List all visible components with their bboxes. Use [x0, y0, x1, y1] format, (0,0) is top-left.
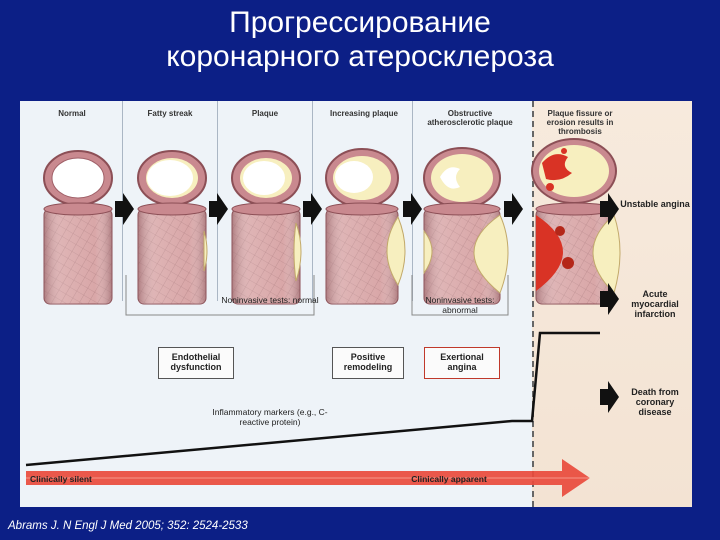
outcome-acute-mi: Acute myocardial infarction	[631, 289, 679, 319]
stage-header-increasing-plaque: Increasing plaque	[329, 109, 399, 118]
cross-section-plaque	[231, 150, 301, 206]
abnormal-tests-bracket	[411, 275, 509, 316]
outcome-death: Death from coronary disease	[631, 387, 679, 417]
vessel-illustration	[25, 138, 621, 497]
stage-header-fatty-streak: Fatty streak	[147, 109, 193, 118]
cross-section-thrombosis	[531, 138, 617, 204]
inflammatory-markers-label: Inflammatory markers (e.g., C-reactive p…	[212, 407, 328, 427]
diagram-panel: Normal Fatty streak Plaque Increasing pl…	[20, 101, 692, 507]
vessel-plaque	[231, 202, 302, 305]
cross-section-normal	[43, 150, 113, 206]
endothelial-dysfunction-box: Endothelial dysfunction	[158, 347, 234, 379]
cross-section-obstructive-plaque	[423, 147, 501, 209]
stage-header-thrombosis: Plaque fissure or erosion results in thr…	[546, 109, 614, 136]
tests-abnormal-label: Noninvasive tests: abnormal	[425, 295, 495, 315]
title-line-1: Прогрессирование	[229, 6, 491, 39]
stage-header-plaque: Plaque	[251, 109, 279, 118]
vessel-thrombosis	[535, 202, 621, 305]
slide-title: Прогрессирование коронарного атеросклеро…	[0, 6, 720, 74]
tests-normal-label: Noninvasive tests: normal	[221, 295, 319, 305]
title-line-2: коронарного атеросклероза	[166, 40, 554, 73]
cross-section-increasing-plaque	[325, 148, 399, 208]
dashed-divider	[532, 101, 534, 507]
vessel-increasing-plaque	[325, 202, 406, 305]
stage-header-obstructive-plaque: Obstructive atherosclerotic plaque	[427, 109, 513, 127]
vessel-fatty-streak	[137, 202, 208, 305]
progression-arrows	[115, 193, 619, 413]
vessel-normal	[43, 202, 113, 305]
outcome-unstable-angina: Unstable angina	[620, 199, 690, 209]
vessel-obstructive-plaque	[423, 202, 509, 305]
normal-tests-bracket	[125, 275, 315, 316]
clinically-apparent-label: Clinically apparent	[411, 474, 487, 484]
positive-remodeling-box: Positive remodeling	[332, 347, 404, 379]
citation: Abrams J. N Engl J Med 2005; 352: 2524-2…	[8, 520, 248, 532]
exertional-angina-box: Exertional angina	[424, 347, 500, 379]
cross-section-fatty-streak	[137, 150, 207, 206]
stage-header-normal: Normal	[58, 109, 86, 118]
clinically-silent-label: Clinically silent	[30, 474, 92, 484]
inflammatory-marker-line	[25, 331, 600, 467]
